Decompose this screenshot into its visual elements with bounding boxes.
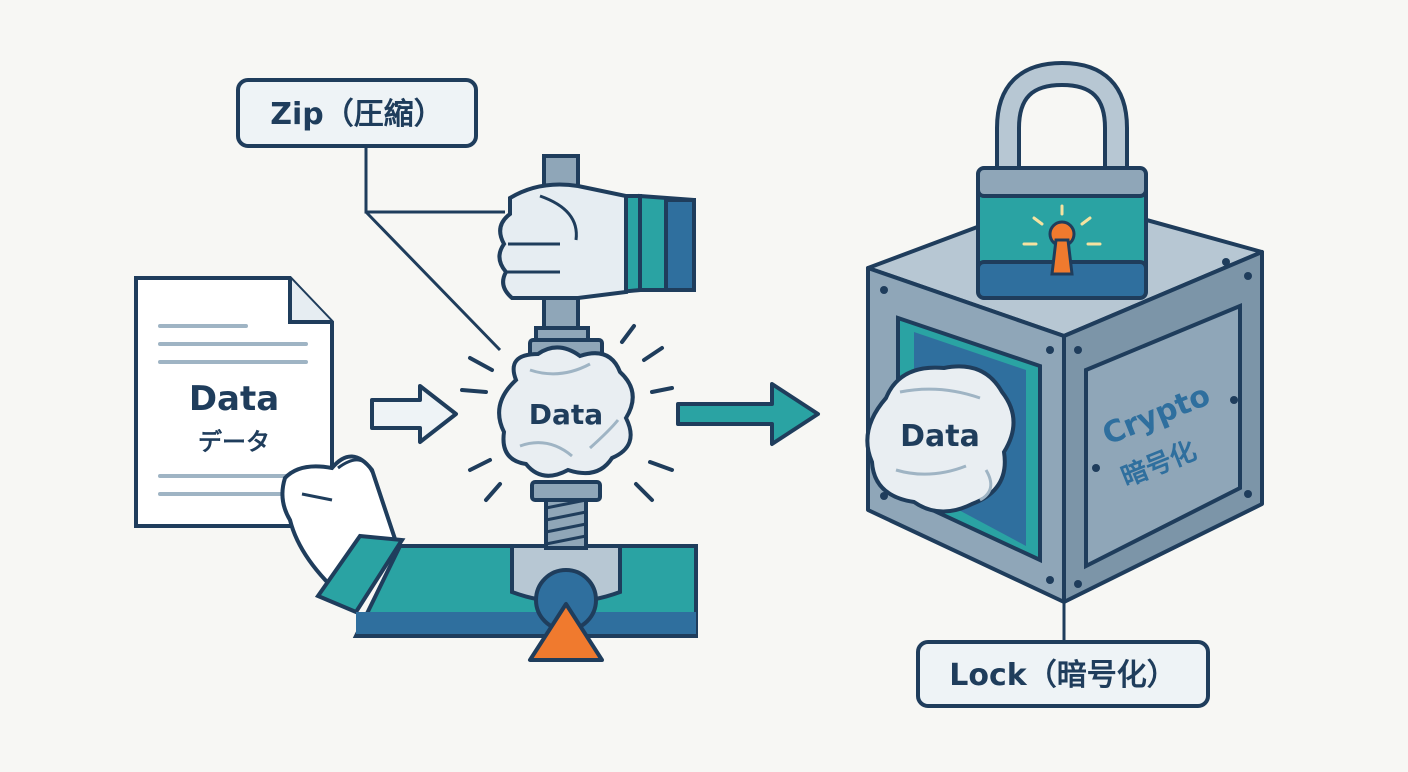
- lock-label: Lock（暗号化）: [916, 640, 1210, 708]
- compressed-data-label: Data: [529, 398, 603, 431]
- compressed-data: Data: [497, 345, 635, 478]
- zip-label: Zip（圧縮）: [236, 78, 478, 148]
- press-icon: [352, 154, 698, 662]
- document-subtitle: データ: [198, 428, 270, 456]
- vault-data-label: Data: [900, 419, 980, 454]
- zip-leader-line: [364, 146, 505, 352]
- zip-label-text: Zip（圧縮）: [270, 97, 444, 132]
- arrow-right-icon: [370, 384, 458, 444]
- burst-marks: [460, 324, 674, 502]
- vault-data: Data: [865, 364, 1016, 514]
- lock-label-text: Lock（暗号化）: [949, 658, 1176, 693]
- arrow-right-icon: [676, 382, 820, 446]
- hand-icon: [497, 182, 696, 300]
- hand-icon: [280, 454, 406, 615]
- warning-triangle: [528, 602, 604, 662]
- document-icon: Data データ: [134, 276, 334, 528]
- keyhole-icon: [1022, 204, 1102, 276]
- document-title: Data: [189, 379, 279, 419]
